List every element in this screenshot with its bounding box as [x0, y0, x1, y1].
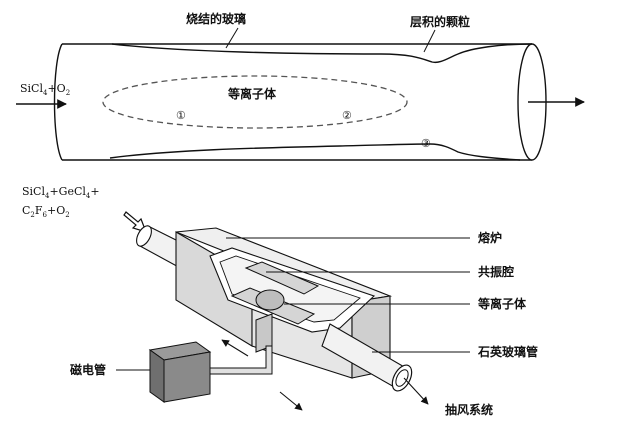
hollow-input-arrow-icon [123, 211, 148, 233]
bottom-furnace-diagram: SiCl4+GeCl4+ C2F6+O2 [22, 185, 538, 417]
sintered-glass-top-line [111, 43, 533, 64]
exhaust-label: 抽风系统 [445, 402, 493, 417]
waveguide [209, 345, 273, 375]
plasma-label: 等离子体 [227, 86, 277, 101]
tube-exit-arrow-icon [403, 377, 429, 405]
input-gas-line-2: C2F6+O2 [22, 204, 70, 219]
movement-arrow-icon [221, 339, 249, 357]
resonant-cavity-label: 共振腔 [478, 264, 514, 279]
zone-2-marker: ② [342, 109, 352, 122]
furnace-label: 熔炉 [478, 230, 502, 245]
layered-particles-label: 层积的颗粒 [410, 14, 470, 29]
input-gas-line-1: SiCl4+GeCl4+ [22, 185, 100, 200]
zone-3-marker: ③ [421, 137, 431, 150]
zone-1-marker: ① [176, 109, 186, 122]
tube-left-end [53, 43, 63, 161]
quartz-tube-right [321, 323, 413, 392]
layered-particles-leader [423, 29, 436, 53]
sintered-glass-leader [225, 27, 239, 49]
input-gas-label: SiCl4+O2 [20, 82, 70, 97]
plasma-region [102, 75, 408, 129]
top-tube-diagram: 烧结的玻璃 层积的颗粒 等离子体 SiCl4+O2 ① ② ③ [16, 11, 585, 161]
magnetron-box [148, 341, 212, 403]
sintered-glass-bottom-line [109, 143, 521, 161]
exhaust-arrow-icon [279, 391, 303, 411]
magnetron-label: 磁电管 [69, 362, 106, 377]
plasma-ball [255, 289, 285, 311]
quartz-tube-label: 石英玻璃管 [477, 344, 538, 359]
sintered-glass-label: 烧结的玻璃 [186, 11, 246, 26]
plasma-label-bottom: 等离子体 [477, 296, 527, 311]
tube-outline [62, 43, 532, 161]
